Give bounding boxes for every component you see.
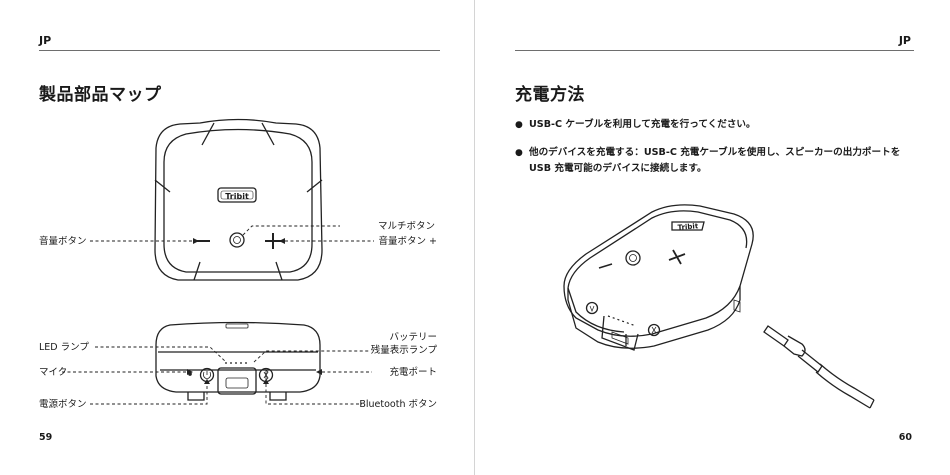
tribit-logo: Tribit bbox=[677, 222, 699, 231]
left-page: JP 製品部品マップ bbox=[0, 0, 474, 475]
page-number: 59 bbox=[39, 432, 52, 443]
led-label: LED ランプ bbox=[39, 342, 89, 353]
parts-diagram: マルチボタン 音量ボタン - 音量ボタン + LED ランプ バッテリー 残量表… bbox=[0, 0, 474, 475]
right-page: JP 充電方法 ● USB-C ケーブルを利用して充電を行ってください。 ● 他… bbox=[476, 0, 950, 475]
charging-illustration: Tribit bbox=[476, 0, 950, 475]
battery-label-line2: 残量表示ランプ bbox=[371, 344, 438, 356]
bluetooth-label: Bluetooth ボタン bbox=[359, 399, 437, 410]
multi-button-label: マルチボタン bbox=[378, 221, 435, 232]
plus-icon bbox=[265, 233, 281, 249]
volume-down-label: 音量ボタン - bbox=[39, 235, 93, 247]
power-label: 電源ボタン bbox=[39, 399, 87, 410]
multi-button-icon bbox=[230, 233, 244, 247]
tribit-logo: Tribit bbox=[225, 192, 249, 201]
charge-port-label: 充電ポート bbox=[389, 366, 437, 378]
page-number: 60 bbox=[899, 432, 912, 443]
volume-up-label: 音量ボタン + bbox=[379, 235, 437, 247]
battery-label-line1: バッテリー bbox=[389, 332, 437, 343]
mic-label: マイク bbox=[39, 367, 67, 378]
page-divider bbox=[474, 0, 475, 475]
speaker-front-view bbox=[156, 323, 320, 401]
multi-button-icon bbox=[626, 251, 640, 265]
plus-icon bbox=[669, 250, 685, 264]
